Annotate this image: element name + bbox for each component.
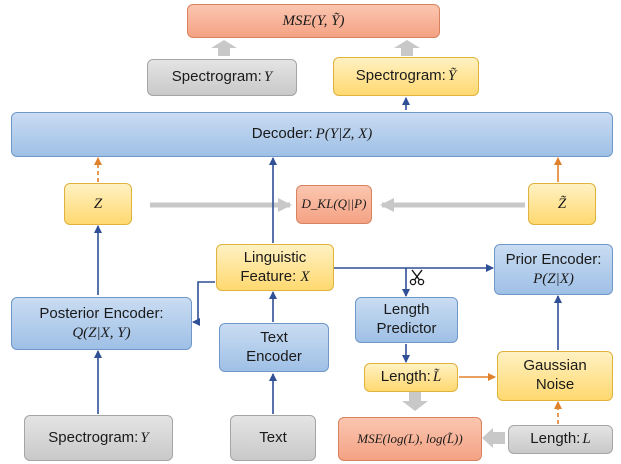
mse-length-label: MSE(log(L), log(L̃)) [357,430,463,446]
spectrogram-ytilde-box: Spectrogram: Ỹ [333,57,479,96]
decoder-box: Decoder: P(Y|Z, X) [11,112,613,157]
gray-up-arrow-right [394,40,420,56]
kl-divergence-box: D_KL(Q||P) [296,185,372,224]
length-ltilde-label: Length: [380,368,431,386]
spectrogram-y-bottom-label: Spectrogram: [48,428,139,446]
arrow-linguistic-to-posterior [192,281,215,326]
kl-divergence-label: D_KL(Q||P) [301,196,367,212]
linguistic-feature-line2: Feature: X [240,268,309,287]
gray-down-arrow-length [402,392,428,411]
length-l-var: L [582,431,591,448]
z-box: Z [64,183,132,225]
prior-encoder-label: Prior Encoder: [505,250,602,268]
ztilde-box: Z̃ [528,183,596,225]
length-ltilde-box: Length: L̃ [364,363,458,392]
posterior-encoder-formula: Q(Z|X, Y) [72,324,131,341]
prior-encoder-box: Prior Encoder: P(Z|X) [494,244,613,295]
scissors-icon [409,269,425,286]
spectrogram-ytilde-label: Spectrogram: [355,67,446,85]
posterior-encoder-box: Posterior Encoder: Q(Z|X, Y) [11,297,192,350]
length-l-label: Length: [530,430,581,448]
ztilde-label: Z̃ [557,195,567,212]
decoder-label: Decoder: [251,125,313,143]
linguistic-feature-label: Feature: [240,267,301,285]
text-encoder-label: Text Encoder [246,328,302,365]
length-l-box: Length: L [508,425,613,454]
mse-length-box: MSE(log(L), log(L̃)) [338,417,482,461]
length-predictor-box: Length Predictor [355,297,458,343]
length-ltilde-var: L̃ [432,369,442,386]
spectrogram-y-bottom-var: Y [140,429,149,446]
linguistic-feature-line1: Linguistic [243,248,307,266]
gaussian-noise-box: Gaussian Noise [497,351,613,401]
posterior-encoder-label: Posterior Encoder: [39,304,164,322]
linguistic-feature-box: Linguistic Feature: X [216,244,334,291]
length-predictor-label: Length Predictor [376,301,437,337]
mse-spectrogram-label: MSE(Y, Ỹ) [282,12,345,29]
decoder-formula: P(Y|Z, X) [315,126,373,143]
linguistic-feature-var: X [300,268,310,285]
gray-up-arrow-left [211,40,237,56]
spectrogram-y-top-var: Y [263,69,273,86]
prior-encoder-formula: P(Z|X) [533,270,574,287]
gray-left-arrow-length-l [482,428,505,448]
spectrogram-ytilde-var: Ỹ [447,68,457,85]
text-input-label: Text [259,428,287,446]
spectrogram-y-top-label: Spectrogram: [171,68,262,86]
text-input-box: Text [230,415,316,461]
text-encoder-box: Text Encoder [219,323,329,372]
z-label: Z [93,195,103,212]
spectrogram-y-bottom-box: Spectrogram: Y [24,415,173,461]
gaussian-noise-label: Gaussian Noise [523,357,587,393]
spectrogram-y-top-box: Spectrogram: Y [147,59,297,96]
mse-spectrogram-box: MSE(Y, Ỹ) [187,4,440,38]
